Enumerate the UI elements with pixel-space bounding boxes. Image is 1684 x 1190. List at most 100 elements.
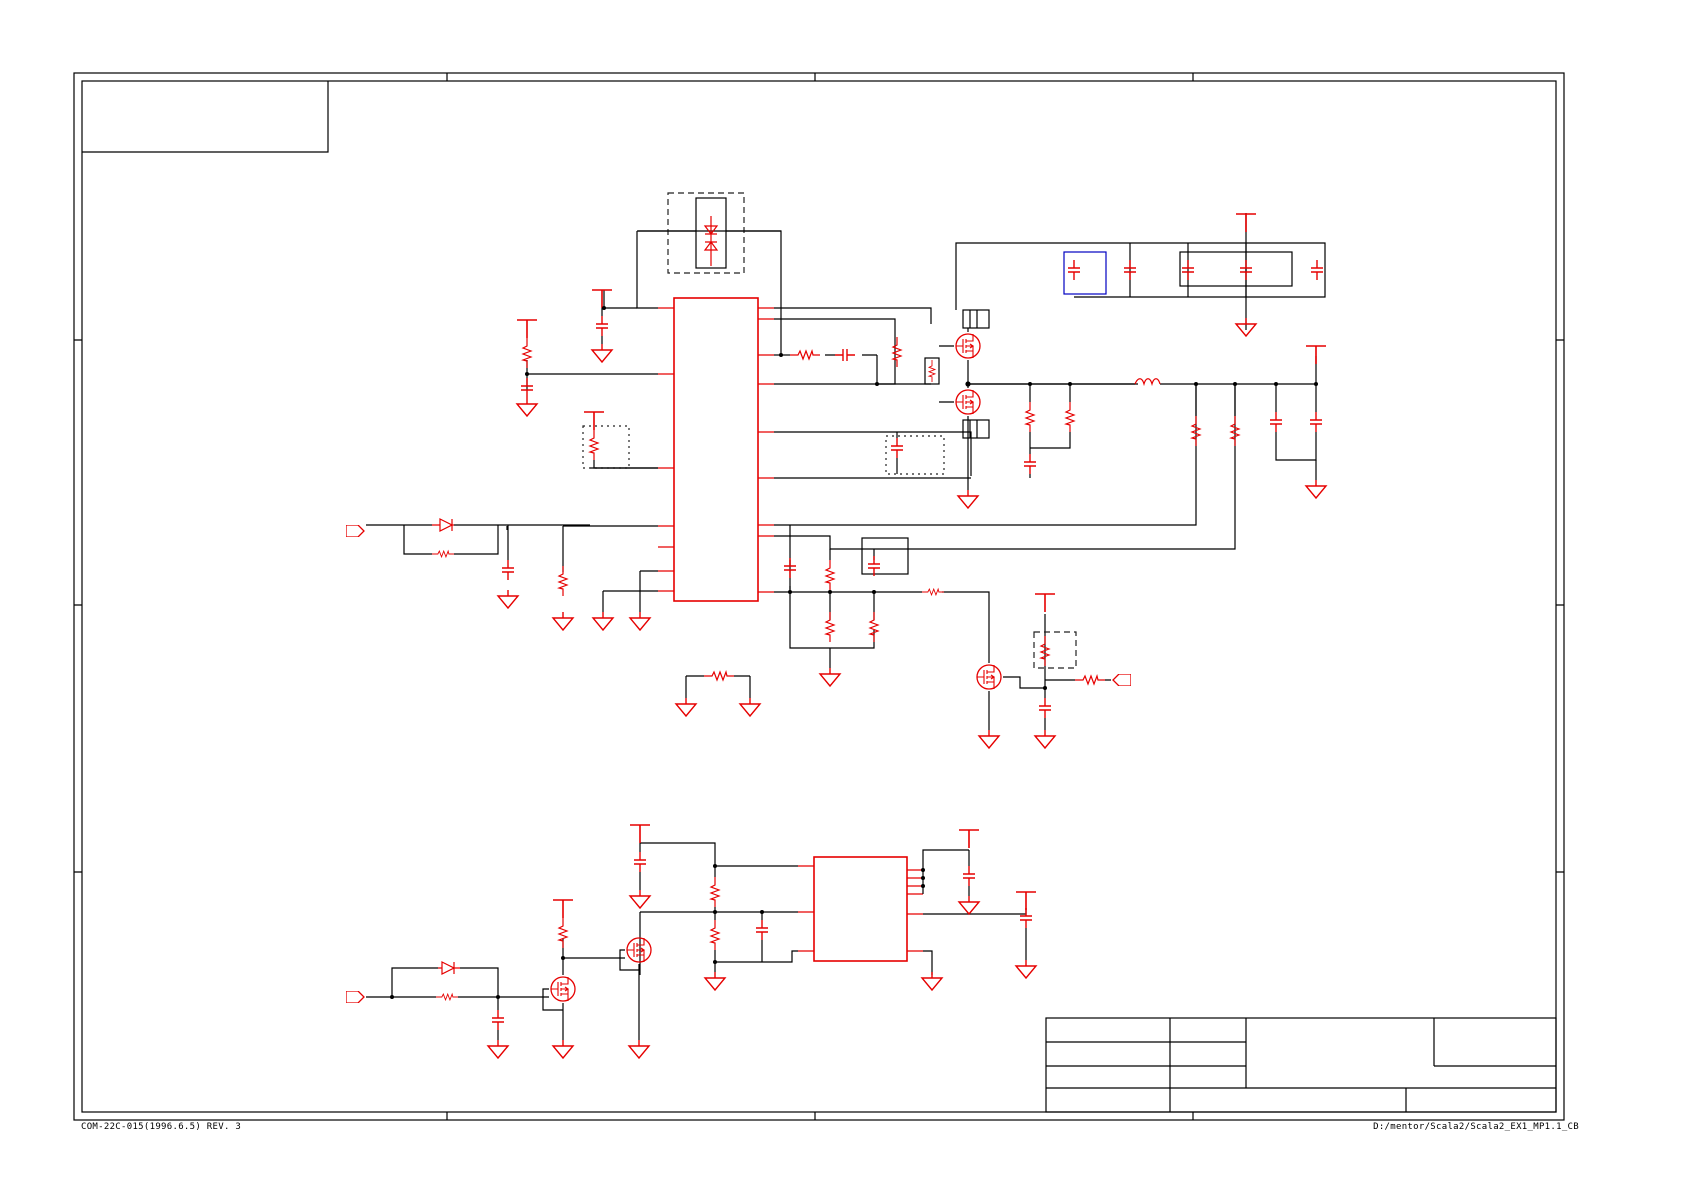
vcc-3 — [583, 411, 605, 430]
vcc-1 — [516, 319, 538, 338]
resistor-r4 — [790, 350, 820, 360]
input-port-3[interactable] — [346, 991, 365, 1003]
secondary-ic — [798, 856, 923, 962]
resistor-r15 — [1040, 636, 1050, 666]
resistor-r7 — [1025, 402, 1035, 432]
form-reference: COM-22C-015(1996.6.5) REV. 3 — [81, 1122, 242, 1132]
gnd-10 — [819, 668, 841, 687]
cap-c11 — [1269, 412, 1283, 432]
diode-d1 — [432, 518, 454, 532]
resistor-r17 — [704, 671, 734, 681]
resistor-r19 — [710, 920, 720, 950]
gnd-4 — [552, 612, 574, 631]
diode-d2 — [438, 961, 460, 975]
pullup-block — [1033, 631, 1077, 669]
resistor-r3 — [558, 566, 568, 596]
mosfet-switch-1 — [550, 976, 576, 1002]
main-controller-ic — [658, 297, 774, 602]
cap-c9 — [1310, 260, 1324, 280]
mosfet-switch-2 — [626, 937, 652, 963]
drawing-frame — [73, 72, 1565, 1121]
gnd-12 — [1034, 730, 1056, 749]
wires-output — [968, 356, 1317, 480]
gnd-20 — [487, 1040, 509, 1059]
gnd-9 — [1305, 480, 1327, 499]
gnd-18 — [1015, 960, 1037, 979]
resistor-r18 — [710, 877, 720, 907]
gnd-5 — [592, 612, 614, 631]
gnd-15 — [629, 890, 651, 909]
vcc-7 — [629, 824, 651, 843]
cap-c14 — [867, 556, 881, 576]
gnd-22 — [628, 1040, 650, 1059]
cap-c2 — [595, 316, 609, 336]
wires-main — [506, 230, 1236, 660]
cap-c17 — [755, 920, 769, 940]
gnd-19 — [921, 972, 943, 991]
cap-c18 — [962, 866, 976, 886]
gnd-11 — [978, 730, 1000, 749]
mosfet-low-side — [955, 389, 981, 415]
vcc-8 — [958, 829, 980, 848]
vcc-5 — [1305, 345, 1327, 364]
gnd-17 — [958, 896, 980, 915]
zener-diode — [703, 216, 719, 266]
resistor-r6 — [928, 360, 936, 382]
cap-c10 — [1023, 454, 1037, 474]
gnd-1 — [497, 590, 519, 609]
resistor-r11 — [825, 560, 835, 590]
cap-group-box — [1179, 251, 1293, 287]
gnd-16 — [704, 972, 726, 991]
optional-block-left — [582, 425, 630, 469]
cap-c19 — [1019, 908, 1033, 928]
gnd-3 — [591, 344, 613, 363]
cap-c3 — [835, 348, 855, 362]
input-port-1[interactable] — [346, 525, 365, 537]
vcc-6 — [1034, 593, 1056, 612]
vcc-10 — [552, 899, 574, 918]
title-block — [1045, 1017, 1557, 1113]
cap-c15 — [1038, 698, 1052, 718]
vcc-4 — [1235, 213, 1257, 232]
wires-switch — [366, 938, 640, 1040]
cap-c12 — [1309, 412, 1323, 432]
resistor-input — [432, 550, 454, 558]
resistor-r5 — [892, 337, 902, 367]
resistor-r16 — [1075, 675, 1105, 685]
snubber-block — [885, 435, 945, 475]
revision-block — [82, 81, 329, 153]
resistor-r9 — [1191, 416, 1201, 446]
resistor-r12 — [825, 612, 835, 642]
cap-c20 — [491, 1010, 505, 1030]
resistor-r14 — [922, 588, 944, 596]
cap-c4 — [890, 438, 904, 458]
gnd-14 — [739, 698, 761, 717]
wires-cap-bank — [955, 213, 1326, 330]
wires-input — [366, 524, 590, 560]
highlighted-cap[interactable] — [1063, 251, 1107, 295]
mosfet-high-side — [955, 333, 981, 359]
input-port-2[interactable] — [1112, 674, 1131, 686]
cap-input — [501, 560, 515, 580]
vcc-9 — [1015, 891, 1037, 910]
gnd-21 — [552, 1040, 574, 1059]
gnd-2 — [516, 398, 538, 417]
resistor-r21 — [436, 993, 458, 1001]
gnd-6 — [629, 612, 651, 631]
resistor-r2 — [589, 430, 599, 460]
gate-res-box — [924, 357, 940, 385]
gnd-13 — [675, 698, 697, 717]
resistor-r1 — [522, 338, 532, 368]
resistor-r8 — [1065, 402, 1075, 432]
zener-block — [667, 192, 745, 274]
resistor-r20 — [558, 918, 568, 948]
cap-c16 — [633, 852, 647, 872]
jumper-box — [861, 537, 909, 575]
file-path: D:/mentor/Scala2/Scala2_EX1_MP1.1_CB — [1373, 1122, 1579, 1132]
wires-secondary — [639, 842, 1027, 975]
gnd-7 — [957, 490, 979, 509]
resistor-r13 — [869, 612, 879, 642]
inductor-l1 — [1134, 378, 1161, 387]
vcc-2 — [591, 289, 613, 308]
